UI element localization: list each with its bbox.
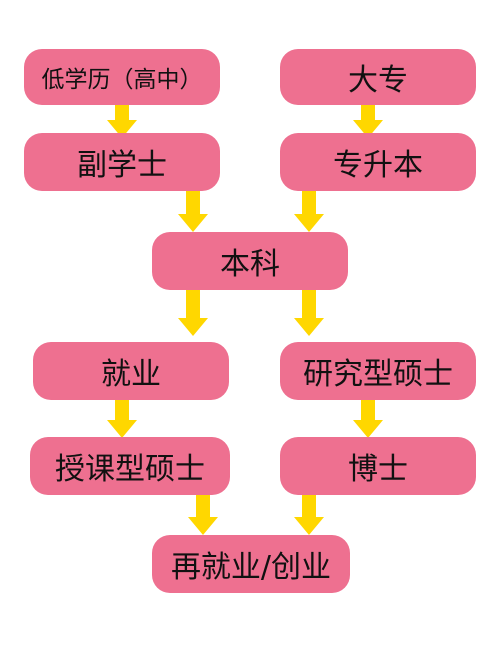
arrow-low-to-associate — [107, 96, 137, 138]
node-bachelor: 本科 — [152, 232, 348, 290]
arrow-bachelor-to-employment — [178, 288, 208, 336]
arrow-taught-master-to-reemployment — [188, 489, 218, 535]
node-doctorate: 博士 — [280, 437, 476, 495]
node-taught-master: 授课型硕士 — [30, 437, 230, 495]
arrow-doctorate-to-reemployment — [294, 489, 324, 535]
connector-arrows — [107, 96, 383, 535]
arrow-zhuanshengben-to-bachelor — [294, 186, 324, 232]
node-reemployment: 再就业/创业 — [152, 535, 350, 593]
node-dazhuan: 大专 — [280, 49, 476, 105]
arrow-bachelor-to-research-master — [294, 288, 324, 336]
node-low-education: 低学历（高中） — [24, 49, 220, 105]
arrow-associate-to-bachelor — [178, 186, 208, 232]
node-research-master: 研究型硕士 — [280, 342, 476, 400]
node-employment: 就业 — [33, 342, 229, 400]
arrow-employment-to-taught-master — [107, 394, 137, 438]
arrow-dazhuan-to-zhuanshengben — [353, 96, 383, 138]
node-associate-degree: 副学士 — [24, 133, 220, 191]
arrow-research-master-to-doctorate — [353, 394, 383, 438]
node-zhuanshengben: 专升本 — [280, 133, 476, 191]
